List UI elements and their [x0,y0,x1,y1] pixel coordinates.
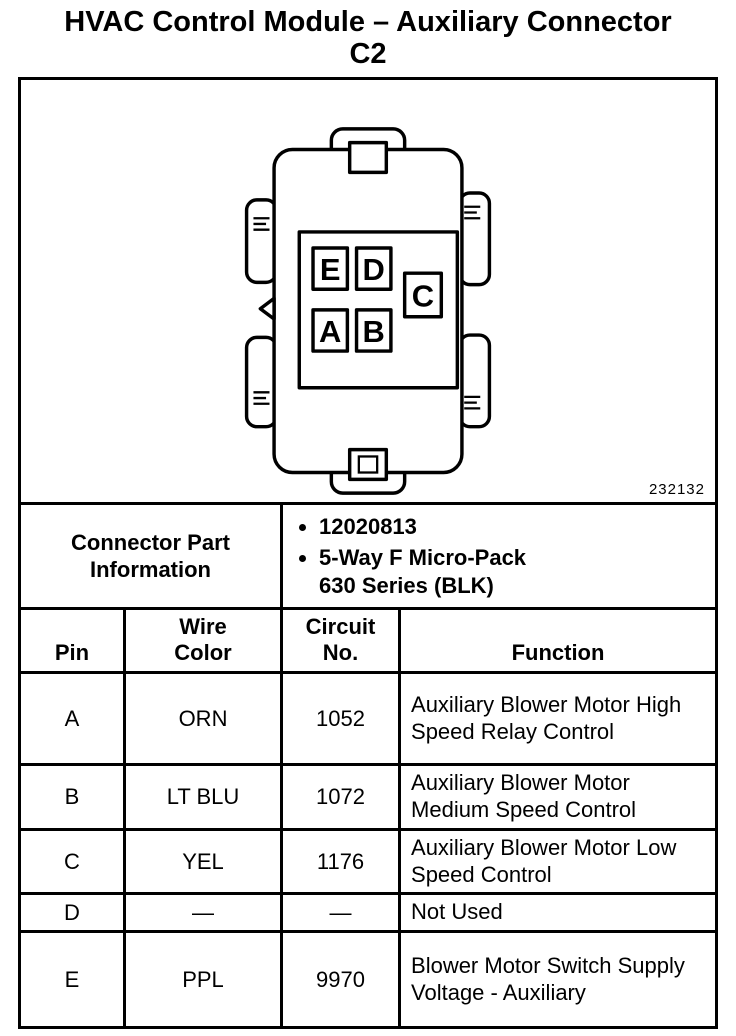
circuit-cell: 1052 [280,671,402,767]
pin-cell: A [18,671,126,767]
title-line2: C2 [349,38,387,71]
wire-color-cell: — [122,892,284,934]
pinout-table: Connector Part Information 12020813 5-Wa… [17,501,718,1030]
col-header-wire-color: Wire Color [122,607,284,675]
pin-cell: C [18,827,126,896]
table-row: D — — Not Used [18,892,718,934]
latch-arm-bottom-right [457,333,492,429]
title-line1: HVAC Control Module – Auxiliary Connecto… [64,6,672,38]
col-header-circuit-no: Circuit No. [280,607,402,675]
wire-color-cell: PPL [122,930,284,1030]
bottom-staple-inner [357,455,379,474]
connector-type-line1: 5-Way F Micro-Pack [319,545,527,571]
pin-cavity-d [354,246,393,291]
pin-label-d: D [363,252,385,287]
pin-cavity-b [354,308,393,353]
table-row: C YEL 1176 Auxiliary Blower Motor Low Sp… [18,827,718,896]
hatch-marks [253,205,481,410]
table-row: B LT BLU 1072 Auxiliary Blower Motor Med… [18,763,718,831]
bottom-staple-detail [347,447,389,482]
table-row: A ORN 1052 Auxiliary Blower Motor High S… [18,671,718,767]
function-cell: Auxiliary Blower Motor High Speed Relay … [398,671,718,767]
pin-cell: E [18,930,126,1030]
part-info-bullet-list: 12020813 5-Way F Micro-Pack 630 Series (… [289,513,709,600]
pin-cavity-c [402,271,444,319]
page-title: HVAC Control Module – Auxiliary Connecto… [18,6,718,71]
latch-arm-top-left [244,198,279,285]
pin-cavity-e [311,246,350,291]
wire-color-cell: YEL [122,827,284,896]
connector-type-line2: 630 Series (BLK) [319,572,494,598]
figure-number: 232132 [648,480,705,498]
part-number: 12020813 [319,513,417,539]
connector-part-info-values: 12020813 5-Way F Micro-Pack 630 Series (… [280,501,718,611]
function-cell: Auxiliary Blower Motor Medium Speed Cont… [398,763,718,831]
table-header-row: Pin Wire Color Circuit No. Function [18,607,718,675]
table-row: E PPL 9970 Blower Motor Switch Supply Vo… [18,930,718,1030]
wire-color-cell: ORN [122,671,284,767]
circuit-cell: — [280,892,402,934]
top-staple-detail [347,140,389,175]
pin-label-e: E [320,252,341,287]
connector-figure-box: E D C A B 232132 [18,76,718,505]
header-circuit-line2: No. [322,639,359,665]
wire-color-cell: LT BLU [122,763,284,831]
connector-diagram: E D C A B [244,127,492,495]
part-number-item: 12020813 [319,513,709,541]
function-cell: Blower Motor Switch Supply Voltage - Aux… [398,930,718,1030]
pin-label-c: C [412,278,434,313]
part-info-label-line2: Information [90,557,211,583]
function-cell: Not Used [398,892,718,934]
part-info-label-line1: Connector Part [71,529,230,555]
pin-cell: D [18,892,126,934]
header-wire-line1: Wire [179,614,227,640]
pin-cavity-a [311,308,350,353]
header-function-text: Function [511,639,605,665]
connector-type-item: 5-Way F Micro-Pack 630 Series (BLK) [319,544,709,599]
function-cell: Auxiliary Blower Motor Low Speed Control [398,827,718,896]
circuit-cell: 1072 [280,763,402,831]
pin-label-a: A [319,314,341,349]
circuit-cell: 9970 [280,930,402,1030]
header-wire-line2: Color [174,639,232,665]
header-circuit-line1: Circuit [305,614,376,640]
pin-label-b: B [363,314,385,349]
part-info-row: Connector Part Information 12020813 5-Wa… [17,501,718,611]
pin-cell: B [18,763,126,831]
header-pin-text: Pin [54,639,90,665]
connector-part-info-label: Connector Part Information [17,501,284,611]
left-hook [258,296,276,321]
latch-arm-bottom-left [244,335,279,429]
col-header-function: Function [398,607,718,675]
col-header-pin: Pin [18,607,126,675]
circuit-cell: 1176 [280,827,402,896]
